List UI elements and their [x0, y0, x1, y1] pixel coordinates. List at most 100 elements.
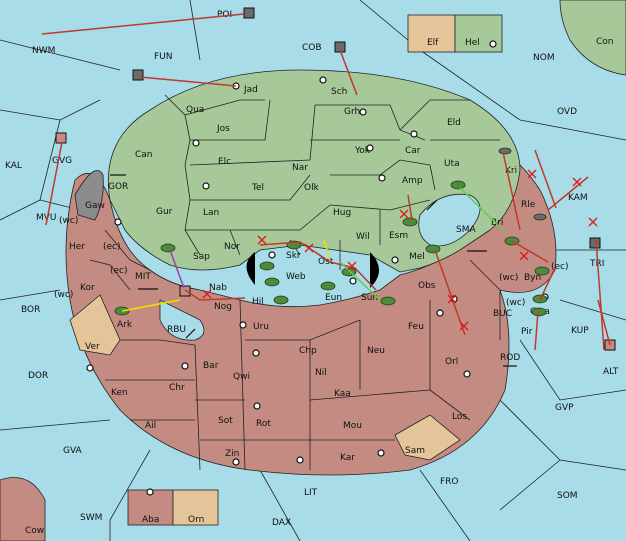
- region-mou[interactable]: Mou: [343, 421, 362, 431]
- region-lan[interactable]: Lan: [203, 208, 220, 218]
- sea-som[interactable]: SOM: [557, 491, 578, 501]
- region-ken[interactable]: Ken: [111, 388, 128, 398]
- region-zin[interactable]: Zin: [225, 449, 240, 459]
- sea-rod[interactable]: ROD: [500, 353, 521, 363]
- region-chr[interactable]: Chr: [169, 383, 185, 393]
- sea-swm[interactable]: SWM: [80, 513, 103, 523]
- sea-poi[interactable]: POI: [217, 10, 233, 20]
- region-chp[interactable]: Chp: [299, 346, 317, 356]
- region-can[interactable]: Can: [135, 150, 153, 160]
- region-tel[interactable]: Tel: [252, 183, 265, 193]
- legend-elf-box: [407, 14, 456, 53]
- sea-kam[interactable]: KAM: [568, 193, 588, 203]
- region-kar[interactable]: Kar: [340, 453, 355, 463]
- sea-rbu[interactable]: RBU: [167, 325, 187, 335]
- region-ost[interactable]: Ost: [318, 257, 334, 267]
- region-ail[interactable]: Ail: [145, 421, 157, 431]
- region-amp[interactable]: Amp: [402, 176, 423, 186]
- region-mel[interactable]: Mel: [409, 252, 425, 262]
- region-orl[interactable]: Orl: [445, 357, 459, 367]
- region-web[interactable]: Web: [286, 272, 306, 282]
- region-sun[interactable]: Sun: [361, 293, 379, 303]
- sea-dor[interactable]: DOR: [28, 371, 49, 381]
- region-skr[interactable]: Skr: [286, 251, 301, 261]
- region-feu[interactable]: Feu: [408, 322, 424, 332]
- sea-gva[interactable]: GVA: [63, 446, 82, 456]
- sea-alt[interactable]: ALT: [603, 367, 619, 377]
- region-pir[interactable]: Pir: [521, 327, 533, 337]
- sea-kal[interactable]: KAL: [5, 161, 22, 171]
- region-obs[interactable]: Obs: [418, 281, 436, 291]
- region-jad[interactable]: Jad: [244, 85, 258, 95]
- sea-kup[interactable]: KUP: [571, 326, 589, 336]
- sea-con[interactable]: Con: [596, 37, 614, 47]
- sea-mit[interactable]: MIT: [135, 272, 151, 282]
- sea-ovd[interactable]: OVD: [557, 107, 578, 117]
- region-grh[interactable]: Grh: [344, 107, 361, 117]
- region-olk[interactable]: Olk: [304, 183, 319, 193]
- region-her[interactable]: Her: [69, 242, 86, 252]
- region-sch[interactable]: Sch: [331, 87, 348, 97]
- region-car[interactable]: Car: [405, 146, 421, 156]
- region-sam-label[interactable]: Sam: [405, 446, 425, 456]
- region-hil[interactable]: Hil: [252, 297, 264, 307]
- region-los[interactable]: Los: [452, 412, 468, 422]
- region-eun[interactable]: Eun: [325, 293, 343, 303]
- region-nog[interactable]: Nog: [214, 302, 232, 312]
- region-nar[interactable]: Nar: [292, 163, 308, 173]
- region-con[interactable]: [559, 0, 626, 76]
- region-cow[interactable]: [0, 477, 46, 541]
- region-kaa[interactable]: Kaa: [334, 389, 351, 399]
- region-nab[interactable]: Nab: [209, 283, 227, 293]
- sea-buc[interactable]: BUC: [493, 309, 513, 319]
- region-sap[interactable]: Sap: [193, 252, 210, 262]
- region-gaw-label[interactable]: Gaw: [85, 201, 105, 211]
- sea-gor[interactable]: GOR: [108, 182, 129, 192]
- region-esm[interactable]: Esm: [389, 231, 409, 241]
- sea-gvp[interactable]: GVP: [555, 403, 574, 413]
- region-uta[interactable]: Uta: [444, 159, 460, 169]
- region-qwi[interactable]: Qwi: [233, 372, 250, 382]
- region-rle[interactable]: Rle: [521, 200, 536, 210]
- region-ver[interactable]: [69, 294, 121, 356]
- region-nil[interactable]: Nil: [315, 368, 327, 378]
- sea-sma[interactable]: SMA: [456, 225, 476, 235]
- region-uru[interactable]: Uru: [253, 322, 269, 332]
- region-byn[interactable]: Byn: [524, 273, 542, 283]
- sea-lit[interactable]: LIT: [304, 488, 318, 498]
- convoy-orders: [169, 249, 185, 289]
- region-wil[interactable]: Wil: [356, 232, 370, 242]
- region-qua[interactable]: Qua: [186, 105, 205, 115]
- sea-bor[interactable]: BOR: [21, 305, 41, 315]
- region-elc[interactable]: Elc: [218, 157, 232, 167]
- region-rot[interactable]: Rot: [256, 419, 271, 429]
- region-kri[interactable]: Kri: [505, 166, 518, 176]
- region-bri[interactable]: Bri: [491, 218, 504, 228]
- sea-dax[interactable]: DAX: [272, 518, 292, 528]
- region-ark[interactable]: Ark: [117, 320, 133, 330]
- sea-rbu: [159, 299, 205, 341]
- region-sam[interactable]: [394, 414, 461, 461]
- sea-nom[interactable]: NOM: [533, 53, 555, 63]
- sea-fro[interactable]: FRO: [440, 477, 459, 487]
- sea-mvu[interactable]: MVU: [36, 213, 57, 223]
- region-hug[interactable]: Hug: [333, 208, 352, 218]
- region-nor[interactable]: Nor: [224, 242, 240, 252]
- region-ver-label[interactable]: Ver: [85, 342, 100, 352]
- region-sot[interactable]: Sot: [218, 416, 233, 426]
- coast-wc-byn: (wc): [499, 273, 519, 283]
- region-yok[interactable]: Yok: [355, 146, 371, 156]
- region-gaw[interactable]: [74, 170, 104, 221]
- region-cow-label[interactable]: Cow: [25, 526, 45, 536]
- region-gur[interactable]: Gur: [156, 207, 173, 217]
- sea-gvg[interactable]: GVG: [52, 156, 73, 166]
- sea-nwm[interactable]: NWM: [32, 46, 56, 56]
- sea-cob[interactable]: COB: [302, 43, 322, 53]
- sea-fun[interactable]: FUN: [154, 52, 173, 62]
- region-bar[interactable]: Bar: [203, 361, 219, 371]
- region-eld[interactable]: Eld: [447, 118, 461, 128]
- region-neu[interactable]: Neu: [367, 346, 385, 356]
- region-kor[interactable]: Kor: [80, 283, 95, 293]
- region-jos[interactable]: Jos: [217, 124, 230, 134]
